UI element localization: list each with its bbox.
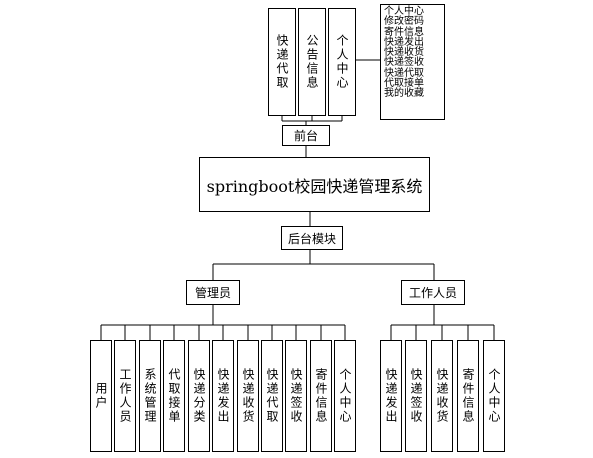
- admin-module-box: 代取接单: [163, 340, 185, 452]
- admin-module-box: 系统管理: [139, 340, 161, 452]
- function-item: 寄件信息: [384, 26, 424, 38]
- staff-module-label: 快递签收: [409, 368, 423, 424]
- function-item: 快递代取: [384, 67, 424, 79]
- staff-node: 工作人员: [401, 280, 465, 305]
- admin-module-box: 快递发出: [212, 340, 234, 452]
- front-module-label: 公告信息: [305, 34, 319, 90]
- staff-label: 工作人员: [408, 286, 457, 300]
- front-module-label: 个人中心: [335, 34, 349, 90]
- admin-module-label: 快递发出: [216, 368, 230, 424]
- staff-module-box: 快递签收: [405, 340, 427, 452]
- admin-module-label: 快递收货: [241, 368, 255, 424]
- function-item: 快递发出: [384, 36, 424, 48]
- function-item: 修改密码: [384, 16, 424, 28]
- staff-module-label: 快递收货: [435, 368, 449, 424]
- admin-module-label: 系统管理: [143, 368, 157, 424]
- staff-module-box: 个人中心: [483, 340, 505, 452]
- admin-module-label: 快递签收: [289, 368, 303, 424]
- function-item: 快递签收: [384, 57, 424, 69]
- function-item: 代取接单: [384, 78, 424, 90]
- admin-label: 管理员: [194, 286, 231, 300]
- admin-module-box: 快递签收: [285, 340, 307, 452]
- staff-module-label: 个人中心: [487, 368, 501, 424]
- front-module-label: 快递代取: [275, 34, 289, 90]
- function-item: 快递收货: [384, 47, 424, 59]
- admin-module-label: 代取接单: [167, 368, 181, 424]
- system-title: springboot校园快递管理系统: [206, 176, 423, 196]
- front-module-express-pickup: 快递代取: [268, 8, 296, 116]
- admin-module-label: 寄件信息: [314, 368, 328, 424]
- staff-module-box: 寄件信息: [457, 340, 479, 452]
- staff-module-box: 快递发出: [380, 340, 402, 452]
- admin-module-box: 用户: [90, 340, 112, 452]
- staff-module-box: 快递收货: [431, 340, 453, 452]
- function-item: 个人中心: [384, 6, 424, 17]
- personal-center-function-list: 个人中心 修改密码 寄件信息 快递发出 快递收货 快递签收 快递代取 代取接单 …: [380, 4, 445, 120]
- staff-module-label: 寄件信息: [461, 368, 475, 424]
- staff-module-label: 快递发出: [384, 368, 398, 424]
- function-item: 我的收藏: [384, 88, 424, 100]
- front-module-personal-center: 个人中心: [328, 8, 356, 116]
- admin-module-box: 快递分类: [188, 340, 210, 452]
- backend-node: 后台模块: [281, 226, 343, 250]
- admin-module-label: 用户: [94, 382, 108, 410]
- admin-module-label: 工作人员: [118, 368, 132, 424]
- frontend-node: 前台: [282, 125, 330, 146]
- admin-module-label: 快递代取: [265, 368, 279, 424]
- admin-node: 管理员: [186, 280, 240, 305]
- front-module-announcements: 公告信息: [298, 8, 326, 116]
- admin-module-box: 快递代取: [261, 340, 283, 452]
- admin-module-label: 个人中心: [338, 368, 352, 424]
- admin-module-box: 快递收货: [237, 340, 259, 452]
- system-title-node: springboot校园快递管理系统: [199, 157, 430, 212]
- admin-module-box: 个人中心: [334, 340, 356, 452]
- frontend-label: 前台: [293, 129, 318, 143]
- admin-module-box: 工作人员: [114, 340, 136, 452]
- backend-label: 后台模块: [287, 231, 336, 246]
- admin-module-box: 寄件信息: [310, 340, 332, 452]
- admin-module-label: 快递分类: [192, 368, 206, 424]
